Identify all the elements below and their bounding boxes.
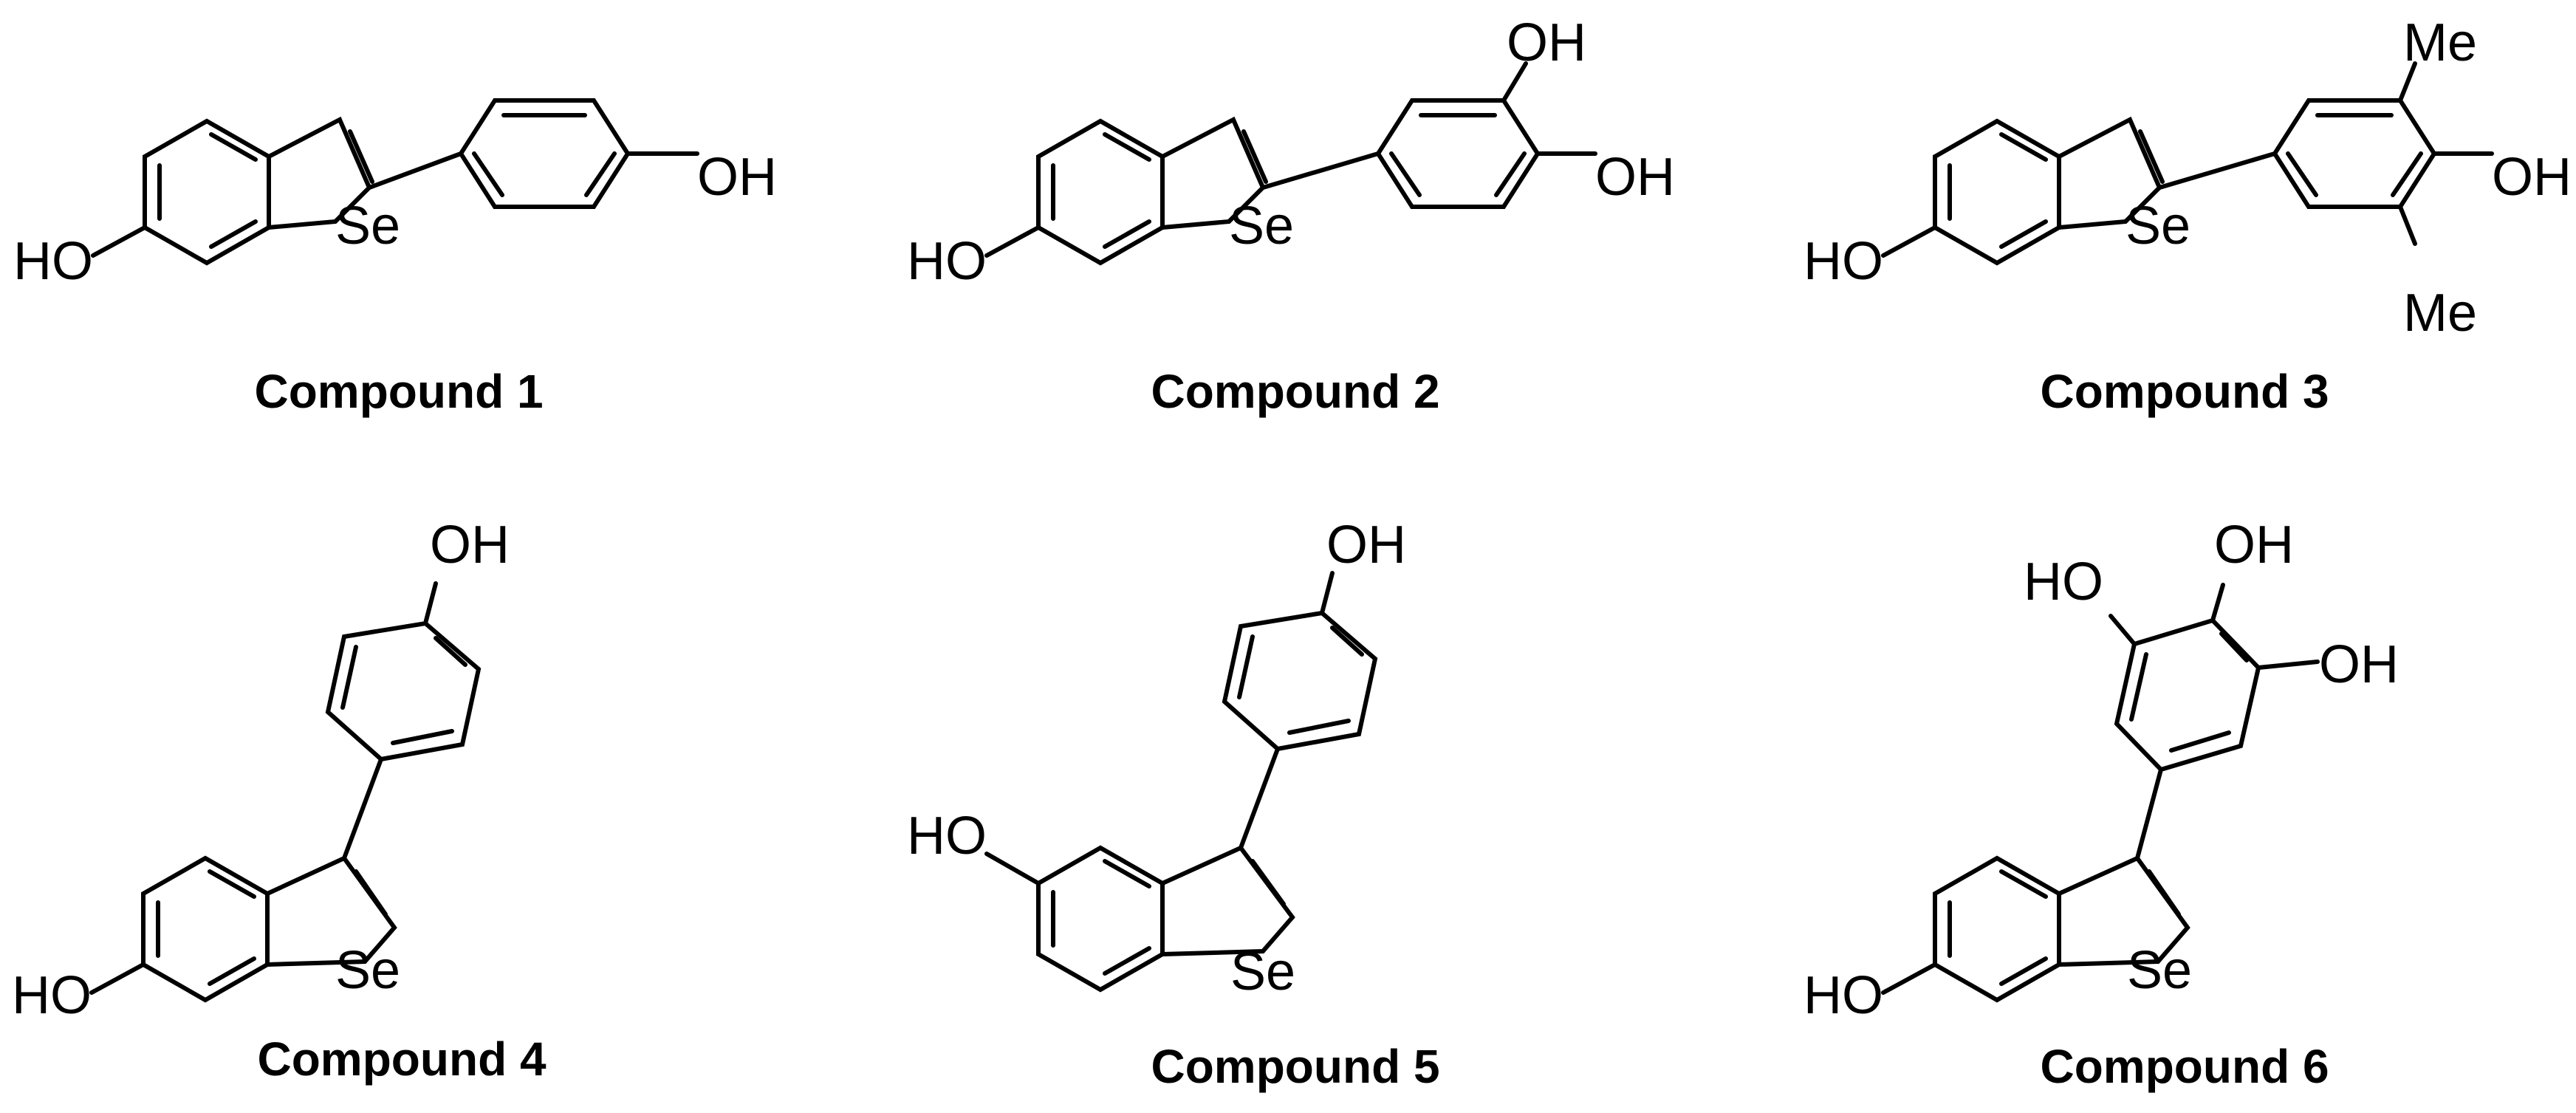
aryl-link-bond	[2135, 767, 2163, 860]
phenol-ring	[1222, 610, 1378, 752]
compound-caption: Compound 6	[2040, 1040, 2329, 1093]
compound-caption: Compound 4	[257, 1032, 546, 1086]
hydroxyl-label: HO	[1803, 232, 1883, 291]
methyl-label: Me	[2403, 284, 2477, 343]
se-atom-label: Se	[2125, 196, 2190, 256]
compound-caption: Compound 5	[1151, 1040, 1439, 1093]
hydroxyl-label: OH	[2319, 635, 2399, 694]
hydroxyl-label: HO	[13, 232, 93, 291]
hydroxyl-label: OH	[2492, 148, 2572, 207]
hydroxyl-label: HO	[2024, 552, 2103, 612]
se-atom-label: Se	[335, 196, 400, 256]
compound-caption: Compound 3	[2040, 365, 2329, 418]
hydroxyl-label: OH	[1326, 516, 1406, 575]
hydroxyl-label: OH	[697, 148, 777, 207]
dimethylphenol-ring	[2272, 98, 2437, 209]
benzoselenophene-core	[1036, 845, 1295, 993]
compound-1-structure: Se HO OH Compound 1	[13, 98, 777, 418]
phenol-ring	[458, 98, 631, 209]
compound-4-structure: Se HO OH Compound 4	[12, 516, 547, 1086]
aryl-link-bond	[1261, 151, 1380, 190]
catechol-ring	[1375, 98, 1541, 209]
se-atom-label: Se	[2127, 941, 2192, 1000]
phenol-ring	[325, 620, 482, 762]
aryl-link-bond	[1239, 747, 1280, 850]
aryl-link-bond	[367, 151, 463, 190]
compound-caption: Compound 2	[1151, 365, 1439, 418]
aryl-link-bond	[2157, 151, 2277, 190]
hydroxyl-label: OH	[430, 516, 510, 575]
hydroxyl-label: HO	[12, 966, 92, 1025]
se-atom-label: Se	[1229, 196, 1294, 256]
hydroxyl-label: HO	[1803, 966, 1883, 1025]
hydroxyl-label: OH	[2214, 516, 2294, 575]
compound-5-structure: Se HO OH Compound 5	[907, 516, 1440, 1093]
compound-caption: Compound 1	[254, 365, 543, 418]
hydroxyl-label: OH	[1595, 148, 1675, 207]
se-atom-label: Se	[1230, 942, 1295, 1001]
compound-2-structure: Se HO OH OH Compound 2	[907, 13, 1675, 418]
methyl-label: Me	[2403, 13, 2477, 72]
compound-3-structure: Se HO OH Me Me Compound 3	[1803, 13, 2572, 418]
hydroxyl-label: HO	[907, 232, 987, 291]
compound-6-structure: Se HO HO OH OH Compound 6	[1803, 516, 2399, 1093]
hydroxyl-label: HO	[907, 807, 987, 866]
aryl-link-bond	[342, 757, 383, 860]
se-atom-label: Se	[335, 941, 400, 1000]
pyrogallol-ring	[2114, 617, 2261, 773]
hydroxyl-label: OH	[1507, 13, 1586, 72]
